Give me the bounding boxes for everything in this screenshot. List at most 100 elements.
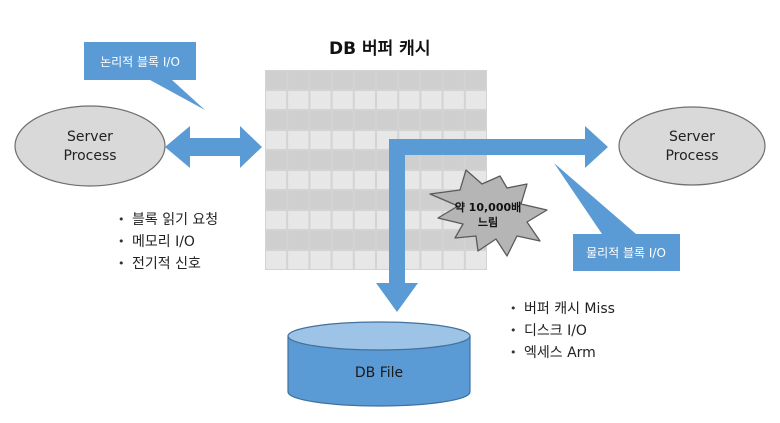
buffer-block: [354, 151, 375, 169]
buffer-block: [399, 111, 420, 129]
buffer-block: [421, 91, 442, 109]
buffer-block: [377, 91, 398, 109]
buffer-block: [288, 231, 309, 249]
buffer-block: [354, 231, 375, 249]
server-process-right: Server Process: [618, 106, 766, 186]
buffer-block: [266, 191, 287, 209]
list-item-text: 블록 읽기 요청: [132, 212, 219, 228]
bullet-icon: •: [118, 257, 125, 270]
buffer-block: [288, 251, 309, 269]
buffer-block: [465, 91, 486, 109]
buffer-block: [310, 211, 331, 229]
buffer-block: [354, 191, 375, 209]
buffer-block: [266, 111, 287, 129]
buffer-block: [332, 71, 353, 89]
buffer-block: [465, 71, 486, 89]
buffer-block: [332, 171, 353, 189]
buffer-block: [354, 71, 375, 89]
buffer-block: [443, 111, 464, 129]
buffer-cache-grid: [265, 70, 487, 270]
buffer-block: [310, 91, 331, 109]
buffer-block: [332, 91, 353, 109]
list-item-text: 버퍼 캐시 Miss: [524, 301, 615, 317]
buffer-block: [377, 111, 398, 129]
buffer-block: [354, 131, 375, 149]
buffer-block: [421, 231, 442, 249]
buffer-block: [266, 71, 287, 89]
list-item: •디스크 I/O: [510, 320, 615, 342]
buffer-block: [465, 111, 486, 129]
buffer-block: [354, 171, 375, 189]
buffer-block: [288, 91, 309, 109]
slowdown-burst: 약 10,000배 느림: [429, 169, 548, 257]
buffer-block: [310, 131, 331, 149]
list-item-text: 전기적 신호: [132, 256, 201, 272]
buffer-block: [332, 211, 353, 229]
buffer-block: [288, 191, 309, 209]
list-item: • 메모리 I/O: [118, 231, 218, 253]
bullet-icon: •: [510, 346, 517, 359]
buffer-block: [465, 251, 486, 269]
buffer-block: [399, 91, 420, 109]
server-process-left: Server Process: [14, 105, 166, 187]
buffer-block: [465, 151, 486, 169]
buffer-block: [288, 111, 309, 129]
buffer-block: [310, 231, 331, 249]
buffer-block: [421, 171, 442, 189]
buffer-block: [421, 251, 442, 269]
buffer-block: [310, 71, 331, 89]
list-item-text: 엑세스 Arm: [524, 345, 596, 361]
buffer-block: [377, 71, 398, 89]
buffer-block: [310, 151, 331, 169]
list-item: •블록 읽기 요청: [118, 209, 218, 231]
server-process-right-line2: Process: [665, 148, 718, 164]
buffer-block: [266, 171, 287, 189]
physical-io-arrow: [376, 126, 608, 312]
buffer-block: [288, 171, 309, 189]
bullet-icon: •: [118, 235, 125, 248]
physical-io-bullet-list: • 버퍼 캐시 Miss •디스크 I/O • 엑세스 Arm: [510, 298, 615, 364]
buffer-block: [421, 211, 442, 229]
buffer-block: [266, 91, 287, 109]
buffer-block: [310, 191, 331, 209]
diagram-title: DB 버퍼 캐시: [329, 39, 430, 59]
logical-io-callout: 논리적 블록 I/O: [84, 42, 205, 110]
physical-io-label: 물리적 블록 I/O: [586, 246, 666, 260]
buffer-block: [288, 131, 309, 149]
list-item: • 전기적 신호: [118, 253, 218, 275]
slowdown-burst-line1: 약 10,000배: [455, 200, 522, 214]
buffer-block: [266, 231, 287, 249]
buffer-block: [443, 71, 464, 89]
buffer-block: [443, 91, 464, 109]
buffer-block: [288, 151, 309, 169]
buffer-block: [354, 111, 375, 129]
buffer-block: [421, 71, 442, 89]
buffer-block: [310, 111, 331, 129]
buffer-block: [266, 131, 287, 149]
buffer-block: [332, 231, 353, 249]
server-process-left-line2: Process: [63, 148, 116, 164]
bullet-icon: •: [510, 302, 517, 315]
buffer-block: [332, 131, 353, 149]
db-file-cylinder: DB File: [287, 321, 471, 407]
db-file-label: DB File: [355, 365, 403, 381]
buffer-block: [266, 151, 287, 169]
buffer-block: [399, 71, 420, 89]
buffer-block: [443, 251, 464, 269]
buffer-block: [332, 151, 353, 169]
list-item-text: 디스크 I/O: [524, 323, 587, 339]
list-item: • 버퍼 캐시 Miss: [510, 298, 615, 320]
physical-io-callout: 물리적 블록 I/O: [554, 163, 680, 271]
buffer-block: [332, 111, 353, 129]
buffer-block: [421, 111, 442, 129]
list-item-text: 메모리 I/O: [132, 234, 195, 250]
buffer-block: [354, 91, 375, 109]
buffer-block: [266, 251, 287, 269]
server-process-right-line1: Server: [669, 129, 715, 145]
buffer-block: [288, 71, 309, 89]
server-process-left-line1: Server: [67, 129, 113, 145]
buffer-block: [310, 251, 331, 269]
buffer-block: [421, 151, 442, 169]
buffer-block: [354, 211, 375, 229]
